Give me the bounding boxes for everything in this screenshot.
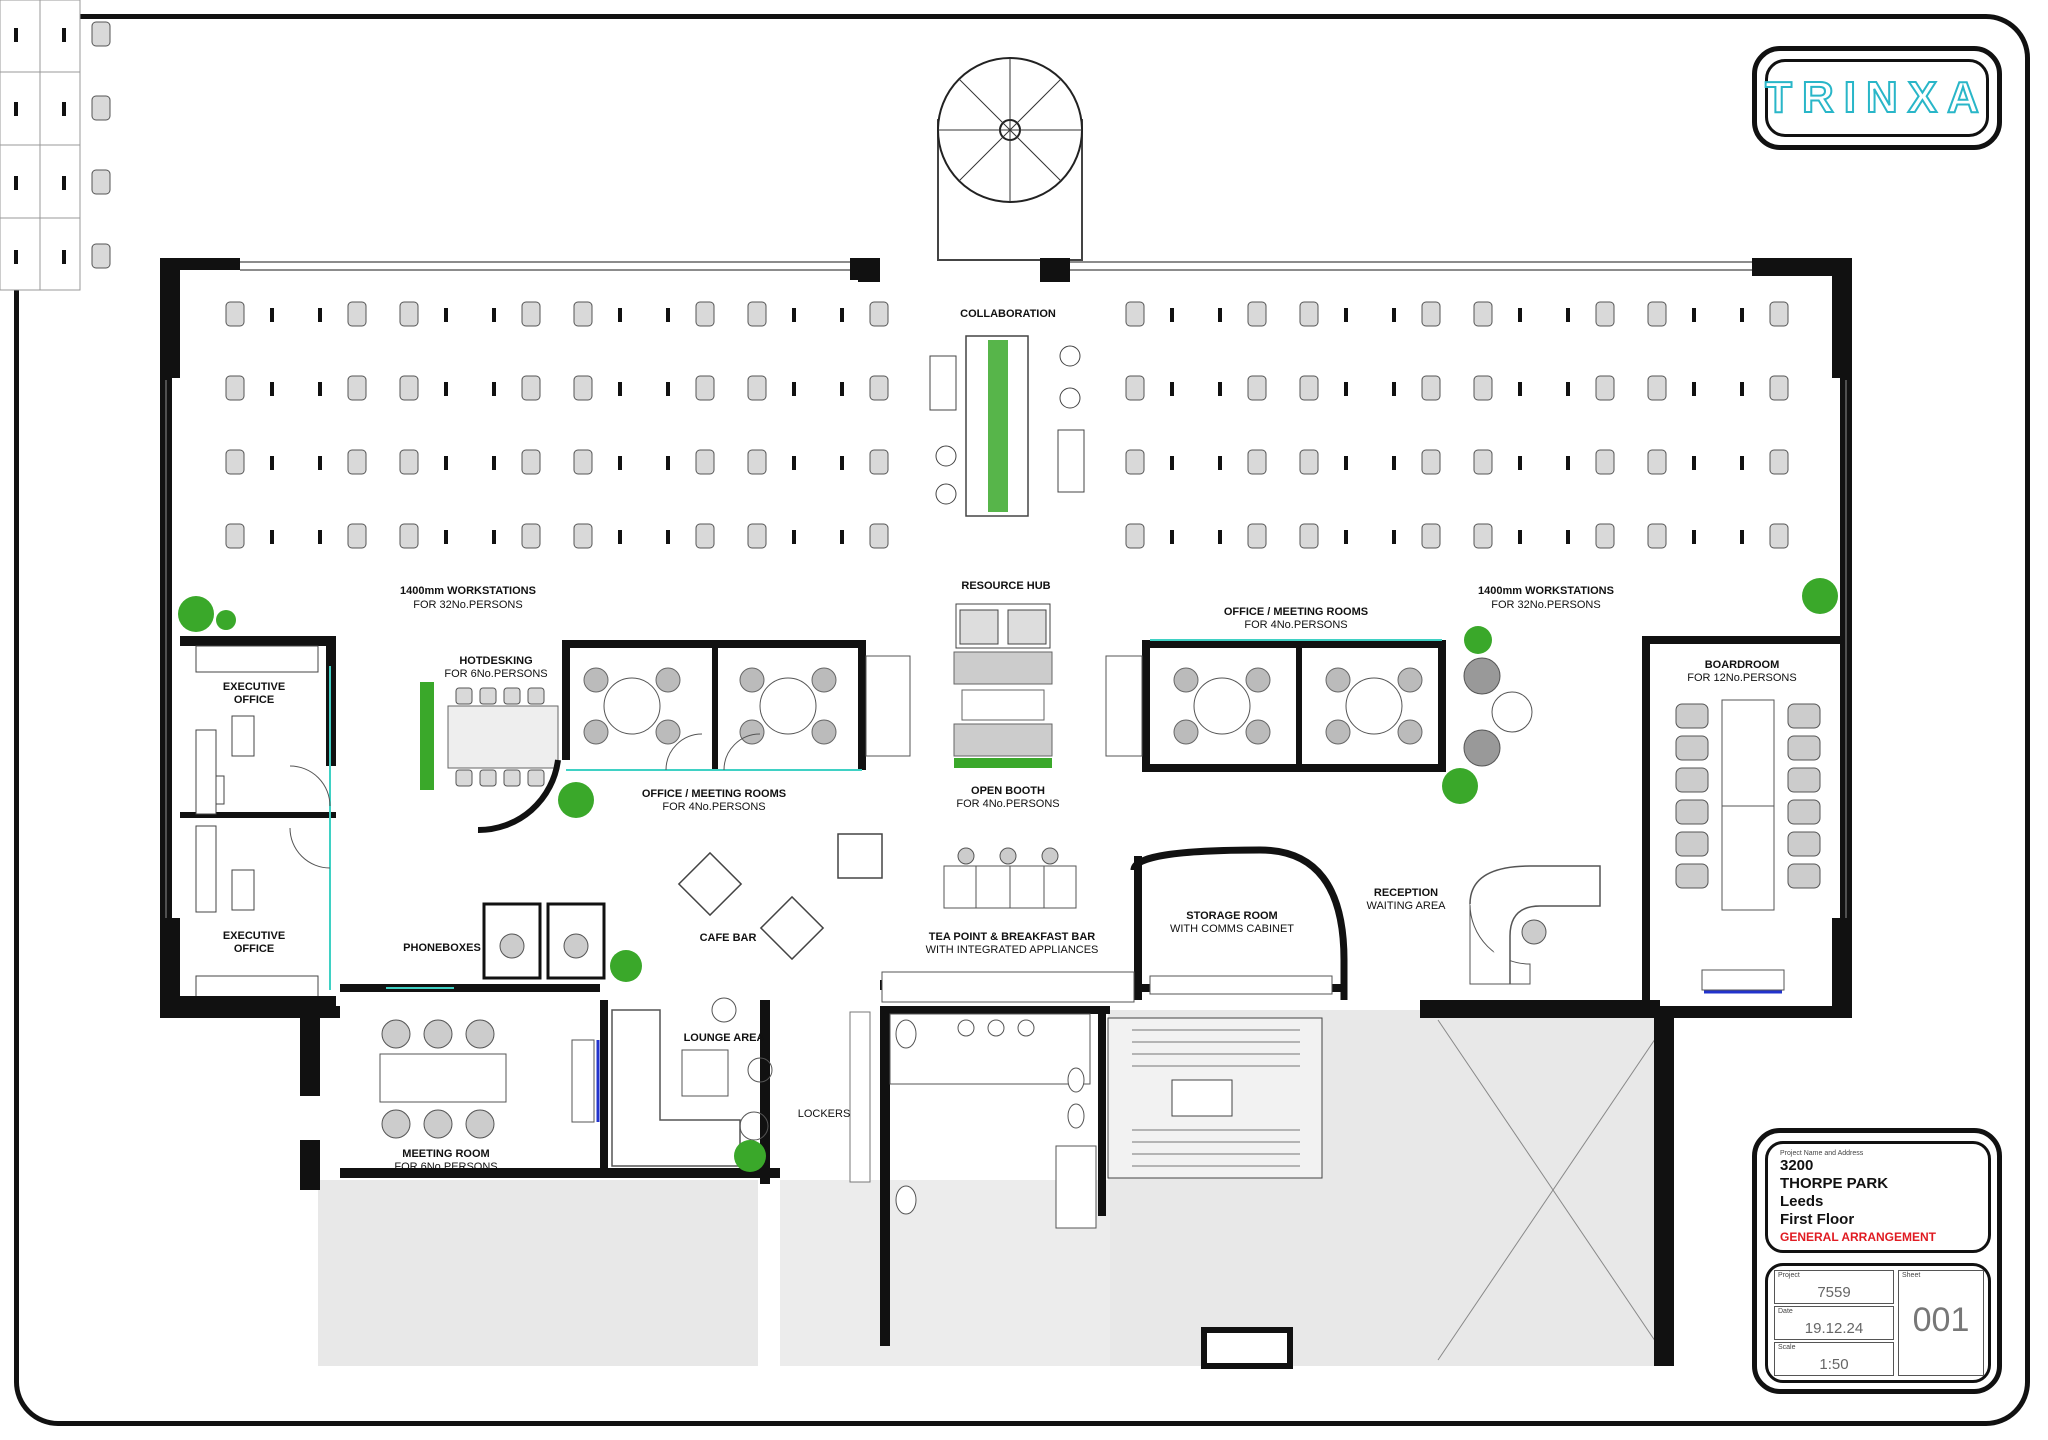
hotdesking-table xyxy=(420,682,561,834)
project-city-line: Leeds xyxy=(1780,1193,1824,1210)
spiral-staircase xyxy=(937,57,1083,261)
label-lounge-area: LOUNGE AREA xyxy=(684,1032,765,1044)
label-exec-office-2a: EXECUTIVE xyxy=(223,930,285,942)
company-logo: TRINXA xyxy=(1752,46,2002,150)
label-open-booth: OPEN BOOTH xyxy=(971,785,1045,797)
logo-text: TRINXA xyxy=(1764,72,1989,123)
label-hotdesking: HOTDESKING xyxy=(459,655,532,667)
label-office-meeting-top: OFFICE / MEETING ROOMS xyxy=(1224,606,1368,618)
title-block-project-info: Project Name and Address 3200 THORPE PAR… xyxy=(1765,1141,1991,1253)
label-exec-office-1a: EXECUTIVE xyxy=(223,681,285,693)
label-office-meeting-top-sub: FOR 4No.PERSONS xyxy=(1244,619,1347,631)
drawing-sheet-border xyxy=(14,14,2030,1426)
meeting-rooms-left xyxy=(562,640,911,771)
logo-frame: TRINXA xyxy=(1764,59,1989,137)
scale-cell: Scale 1:50 xyxy=(1774,1342,1894,1376)
label-reception-sub: WAITING AREA xyxy=(1366,900,1446,912)
corridor-area xyxy=(780,1180,1110,1366)
tea-point xyxy=(881,847,1135,1003)
sheet-cell: Sheet 001 xyxy=(1898,1270,1984,1376)
label-tea-point: TEA POINT & BREAKFAST BAR xyxy=(929,931,1095,943)
phoneboxes xyxy=(482,902,606,980)
executive-offices xyxy=(180,636,336,1006)
title-block-details: Project 7559 Date 19.12.24 Scale 1:50 Sh… xyxy=(1765,1263,1991,1383)
project-value: 7559 xyxy=(1817,1284,1851,1301)
title-block: Project Name and Address 3200 THORPE PAR… xyxy=(1752,1128,2002,1394)
label-boardroom: BOARDROOM xyxy=(1705,659,1780,671)
room-labels: COLLABORATION 1400mm WORKSTATIONS FOR 32… xyxy=(223,308,1797,1173)
label-meeting-room: MEETING ROOM xyxy=(402,1148,489,1160)
drawing-title: GENERAL ARRANGEMENT xyxy=(1780,1230,1937,1244)
label-workstations-left-title: 1400mm WORKSTATIONS xyxy=(400,585,536,597)
date-value: 19.12.24 xyxy=(1804,1320,1864,1337)
label-resource-hub: RESOURCE HUB xyxy=(961,580,1050,592)
label-lockers: LOCKERS xyxy=(798,1108,851,1120)
meeting-room xyxy=(379,987,600,1139)
label-workstations-left-sub: FOR 32No.PERSONS xyxy=(413,599,522,611)
label-workstations-right-title: 1400mm WORKSTATIONS xyxy=(1478,585,1614,597)
label-exec-office-1b: OFFICE xyxy=(234,694,274,706)
date-caption: Date xyxy=(1778,1308,1793,1315)
label-office-meeting-left-sub: FOR 4No.PERSONS xyxy=(662,801,765,813)
adjacent-area-left xyxy=(318,1180,758,1366)
resource-hub xyxy=(953,603,1053,768)
meeting-rooms-right xyxy=(1105,639,1533,772)
reception-desk xyxy=(1469,865,1601,985)
label-meeting-room-sub: FOR 6No.PERSONS xyxy=(394,1161,497,1173)
label-reception: RECEPTION xyxy=(1374,887,1438,899)
lockers xyxy=(849,1011,871,1183)
project-floor-line: First Floor xyxy=(1780,1211,1855,1228)
sheet-value: 001 xyxy=(1912,1301,1970,1339)
label-storage: STORAGE ROOM xyxy=(1186,910,1277,922)
label-tea-point-sub: WITH INTEGRATED APPLIANCES xyxy=(926,944,1099,956)
project-cell: Project 7559 xyxy=(1774,1270,1894,1304)
label-office-meeting-left: OFFICE / MEETING ROOMS xyxy=(642,788,786,800)
stair-core xyxy=(1107,1017,1323,1369)
scale-caption: Scale xyxy=(1778,1344,1796,1351)
label-exec-office-2b: OFFICE xyxy=(234,943,274,955)
label-open-booth-sub: FOR 4No.PERSONS xyxy=(956,798,1059,810)
project-caption: Project xyxy=(1778,1272,1800,1279)
date-cell: Date 19.12.24 xyxy=(1774,1306,1894,1340)
scale-value: 1:50 xyxy=(1819,1356,1849,1373)
project-number-line: 3200 xyxy=(1780,1157,1814,1174)
plants xyxy=(178,578,1838,1172)
boardroom xyxy=(1642,636,1842,1006)
label-collaboration: COLLABORATION xyxy=(960,308,1056,320)
cafe-tables xyxy=(677,833,883,961)
workstation-cluster xyxy=(0,0,111,291)
workstation-clusters xyxy=(0,0,111,291)
label-phoneboxes: PHONEBOXES xyxy=(403,942,481,954)
title-block-caption: Project Name and Address xyxy=(1780,1150,1864,1157)
sheet-caption: Sheet xyxy=(1902,1272,1921,1279)
label-boardroom-sub: FOR 12No.PERSONS xyxy=(1687,672,1796,684)
lounge-sofa xyxy=(611,997,773,1167)
label-cafe-bar: CAFE BAR xyxy=(700,932,757,944)
wc-block xyxy=(889,1013,1097,1229)
label-hotdesking-sub: FOR 6No.PERSONS xyxy=(444,668,547,680)
collaboration-table xyxy=(929,335,1085,517)
label-storage-sub: WITH COMMS CABINET xyxy=(1170,923,1294,935)
label-workstations-right-sub: FOR 32No.PERSONS xyxy=(1491,599,1600,611)
project-name-line: THORPE PARK xyxy=(1780,1175,1889,1192)
